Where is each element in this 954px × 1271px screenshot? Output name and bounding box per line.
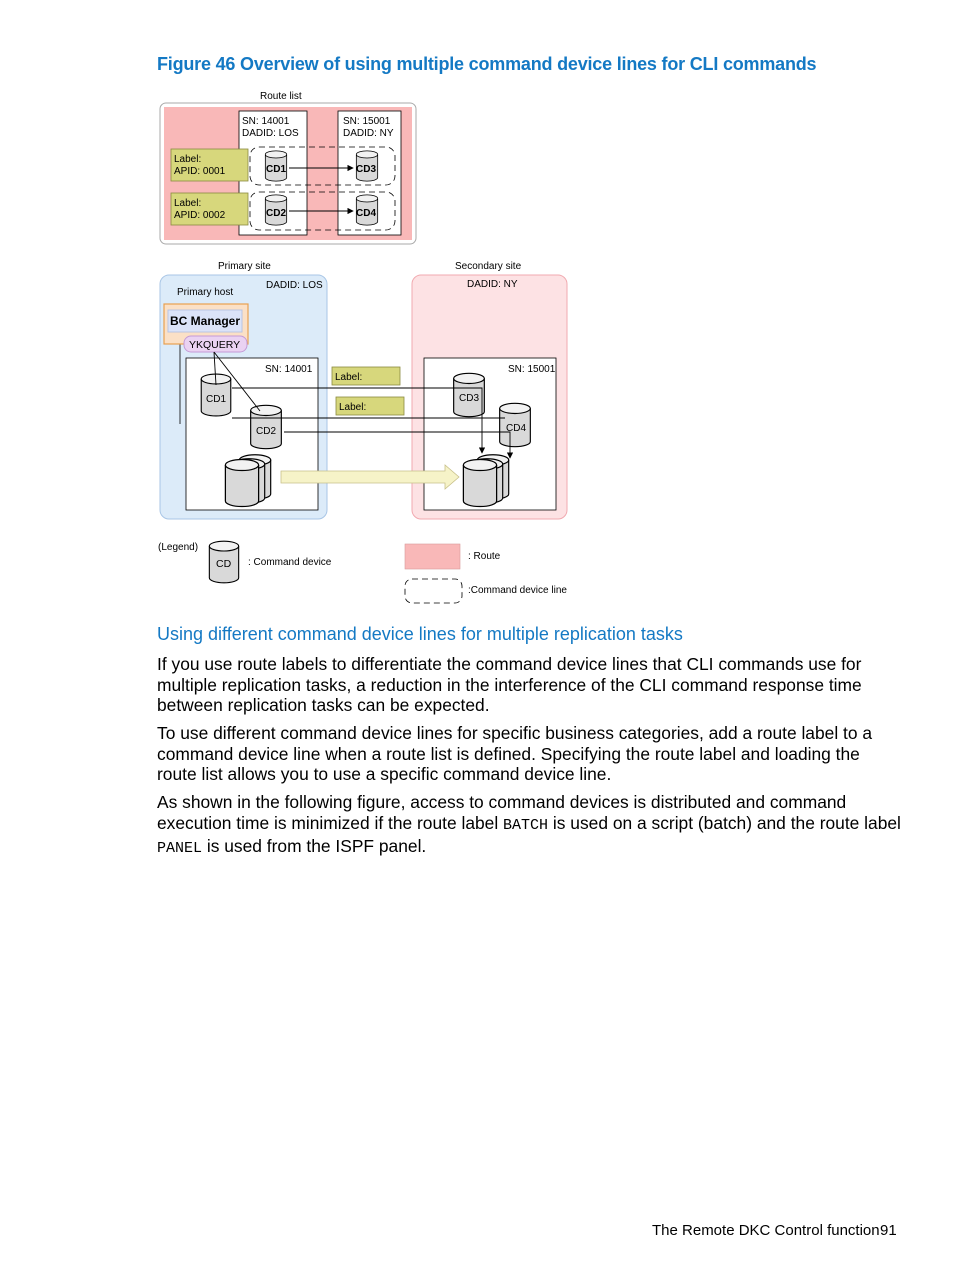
- primary-sn: SN: 14001: [265, 364, 313, 375]
- secondary-sn: SN: 15001: [508, 364, 556, 375]
- command-device-line-2: [249, 191, 396, 231]
- cd1-to-cd3-line: [232, 387, 486, 454]
- route-list-los-sn: SN: 14001: [242, 116, 290, 127]
- code-panel: PANEL: [157, 840, 203, 857]
- secondary-cd3-label: CD3: [459, 393, 479, 404]
- paragraph-1: If you use route labels to differentiate…: [157, 654, 862, 715]
- primary-cd2-label: CD2: [256, 426, 276, 437]
- primary-dadid: DADID: LOS: [266, 280, 323, 291]
- secondary-volume-1: [462, 458, 498, 508]
- line-label-2: [335, 396, 405, 416]
- secondary-site-title: Secondary site: [455, 261, 522, 272]
- route-list-los-dadid: DADID: LOS: [242, 128, 299, 139]
- route-label-1: [170, 148, 249, 182]
- route-list-ny-sn: SN: 15001: [343, 116, 391, 127]
- primary-site-title: Primary site: [218, 261, 271, 272]
- legend-line-swatch: [404, 578, 463, 604]
- ykquery-label: YKQUERY: [189, 339, 240, 351]
- svg-text:Label: APID: 0001: Label: APID: 0001: [174, 154, 226, 177]
- route-label-2: [170, 192, 249, 226]
- route-label-2-apid: APID: 0002: [174, 210, 226, 221]
- line-label-1-text: Label:: [335, 372, 362, 383]
- route-cd4-label: CD4: [356, 208, 376, 219]
- route-list-title: Route list: [260, 91, 302, 102]
- route-label-1-text: Label:: [174, 154, 201, 165]
- paragraph-3-part-a: As shown in the following figure, access…: [157, 792, 847, 833]
- command-device-line-1: [249, 146, 396, 186]
- line-label-1: [331, 366, 401, 386]
- primary-cd1-label: CD1: [206, 394, 226, 405]
- legend-cd-label: CD: [216, 558, 232, 570]
- ykquery-box: [183, 335, 248, 353]
- route-label-1-apid: APID: 0001: [174, 166, 226, 177]
- footer-page-number: 91: [880, 1222, 897, 1239]
- legend-title: (Legend): [158, 542, 198, 553]
- primary-host-label: Primary host: [177, 287, 233, 298]
- paragraph-3-part-b: is used on a script (batch) and the rout…: [548, 812, 901, 833]
- line-label-2-text: Label:: [339, 402, 366, 413]
- route-list-ny-dadid: DADID: NY: [343, 128, 394, 139]
- paragraph-2: To use different command device lines fo…: [157, 723, 873, 784]
- paragraph-3: As shown in the following figure, access…: [157, 792, 902, 860]
- route-cd2-label: CD2: [266, 208, 286, 219]
- route-cd1-label: CD1: [266, 164, 286, 175]
- svg-text:SN: 14001 DADID: LOS S: SN: 14001 DADID: LOS SN: 15001 DADID: NY: [242, 116, 394, 139]
- replication-arrow: [280, 464, 460, 490]
- cd2-to-cd4-line: [284, 431, 514, 459]
- ykquery-to-cd1-line: [213, 351, 217, 386]
- primary-volume-1: [224, 458, 260, 508]
- svg-text:Label: APID: 0002: Label: APID: 0002: [174, 198, 226, 221]
- legend-line-desc: :Command device line: [468, 585, 567, 596]
- bc-manager-label: BC Manager: [170, 314, 240, 328]
- legend-cd-desc: : Command device: [248, 557, 332, 568]
- secondary-dadid: DADID: NY: [467, 279, 518, 290]
- route-diagram: Route list SN: 14001 DADID: LOS SN: 1500…: [158, 91, 568, 604]
- secondary-cd4-label: CD4: [506, 423, 526, 434]
- legend-route-desc: : Route: [468, 551, 501, 562]
- legend-route-swatch: [404, 543, 461, 570]
- section-heading: Using different command device lines for…: [157, 624, 683, 644]
- code-batch: BATCH: [503, 816, 549, 834]
- footer-title: The Remote DKC Control function: [652, 1222, 880, 1239]
- route-label-2-text: Label:: [174, 198, 201, 209]
- paragraph-3-part-c: is used from the ISPF panel.: [202, 836, 427, 856]
- figure-caption: Figure 46 Overview of using multiple com…: [157, 54, 817, 74]
- ykquery-to-cd2-line: [213, 351, 261, 412]
- route-cd3-label: CD3: [356, 164, 376, 175]
